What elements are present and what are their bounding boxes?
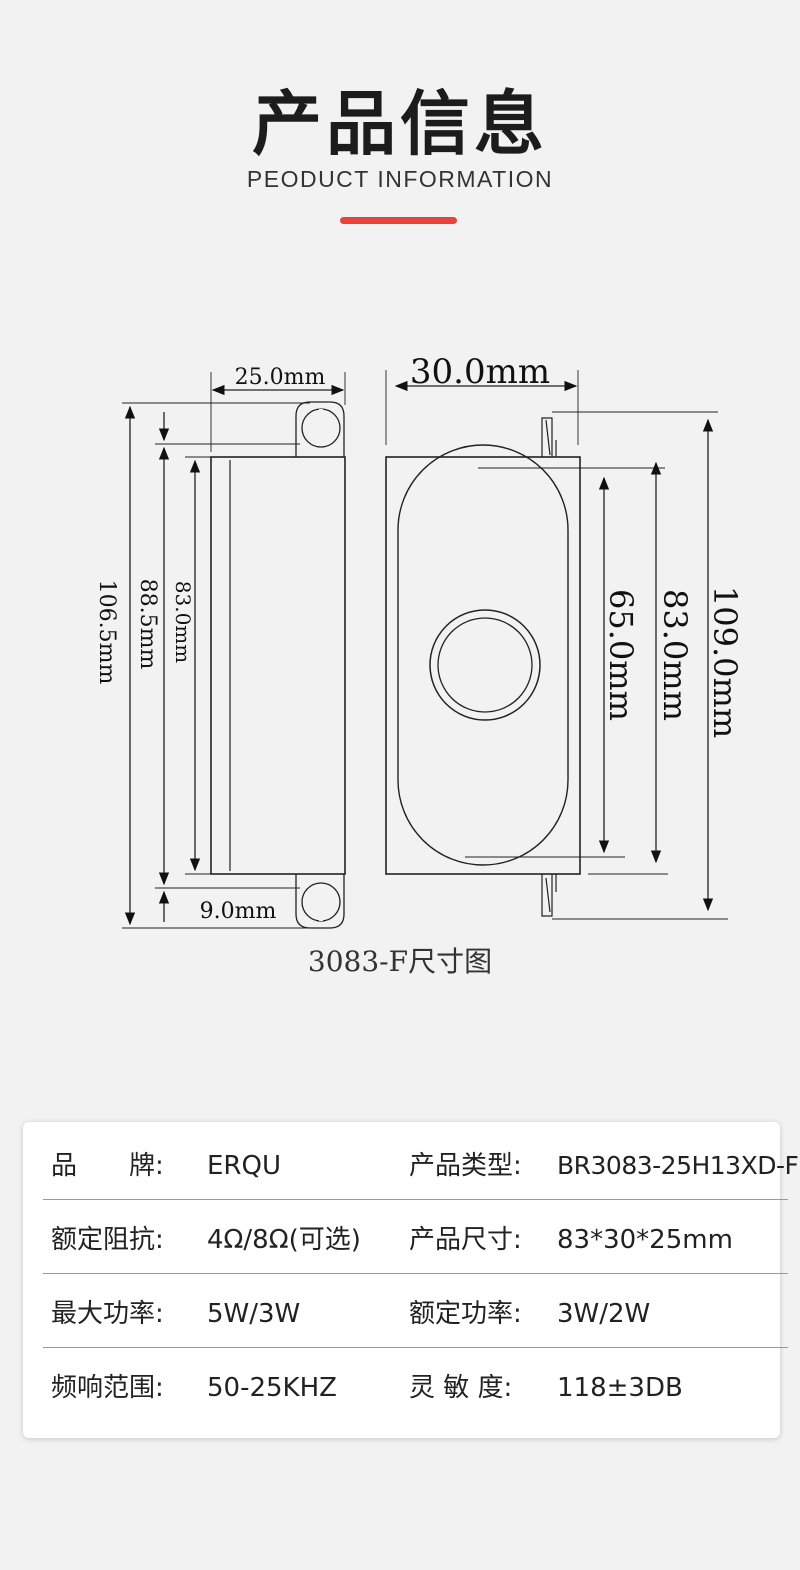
spec-row: 品 牌: ERQU 产品类型: BR3083-25H13XD-F — [43, 1126, 799, 1200]
spec-key: 品 牌: — [51, 1151, 164, 1181]
dimension-drawing: 25.0mm 106.5mm 88.5mm 83.0mm 9.0mm — [94, 352, 744, 929]
spec-key: 产品类型: — [409, 1151, 522, 1181]
side-total-height-label: 106.5mm — [94, 580, 119, 685]
spec-key: 频响范围: — [51, 1373, 164, 1403]
spec-key: 产品尺寸: — [409, 1225, 522, 1255]
drawing-caption: 3083-F尺寸图 — [307, 945, 493, 978]
row-divider — [43, 1199, 788, 1200]
spec-value: BR3083-25H13XD-F — [557, 1151, 799, 1180]
side-lug-label: 9.0mm — [200, 899, 277, 924]
spec-key: 额定功率: — [409, 1299, 522, 1329]
front-width-label: 30.0mm — [410, 352, 550, 392]
spec-table: 品 牌: ERQU 产品类型: BR3083-25H13XD-F 额定阻抗: 4… — [23, 1122, 799, 1438]
row-divider — [43, 1273, 788, 1274]
top-mounting-lug — [295, 401, 345, 457]
front-cone-height-label: 65.0mm — [602, 589, 640, 721]
bottom-mounting-lug — [295, 874, 345, 929]
front-body-height-label: 83.0mm — [656, 589, 694, 721]
spec-value: 4Ω/8Ω(可选) — [207, 1225, 361, 1255]
side-body-height-label: 83.0mm — [171, 581, 195, 663]
spec-key: 灵 敏 度: — [409, 1373, 513, 1403]
side-width-label: 25.0mm — [235, 365, 326, 390]
side-view-body — [210, 456, 346, 875]
spec-key: 额定阻抗: — [51, 1225, 164, 1255]
spec-value: 50-25KHZ — [207, 1373, 337, 1403]
front-view — [385, 370, 728, 920]
dust-cap-outer — [429, 609, 541, 721]
spec-value: 83*30*25mm — [557, 1225, 733, 1255]
spec-row: 额定阻抗: 4Ω/8Ω(可选) 产品尺寸: 83*30*25mm — [43, 1200, 788, 1274]
spec-value: ERQU — [207, 1151, 281, 1181]
page-subtitle: PEODUCT INFORMATION — [246, 166, 554, 192]
spec-value: 118±3DB — [557, 1373, 683, 1403]
top-terminal — [541, 417, 557, 457]
spec-key: 最大功率: — [51, 1299, 164, 1329]
row-divider — [43, 1347, 788, 1348]
spec-row: 频响范围: 50-25KHZ 灵 敏 度: 118±3DB — [43, 1348, 788, 1422]
front-view-body — [385, 456, 581, 875]
spec-value: 3W/2W — [557, 1299, 651, 1329]
speaker-cone-outline — [397, 444, 569, 866]
side-mount-height-label: 88.5mm — [135, 579, 160, 670]
spec-row: 最大功率: 5W/3W 额定功率: 3W/2W — [43, 1274, 788, 1348]
dust-cap-inner — [437, 617, 533, 713]
bottom-terminal — [541, 874, 557, 917]
accent-divider — [340, 217, 457, 224]
page-title: 产品信息 — [252, 83, 548, 165]
spec-value: 5W/3W — [207, 1299, 301, 1329]
side-view — [122, 372, 346, 929]
front-total-height-label: 109.0mm — [706, 586, 744, 738]
